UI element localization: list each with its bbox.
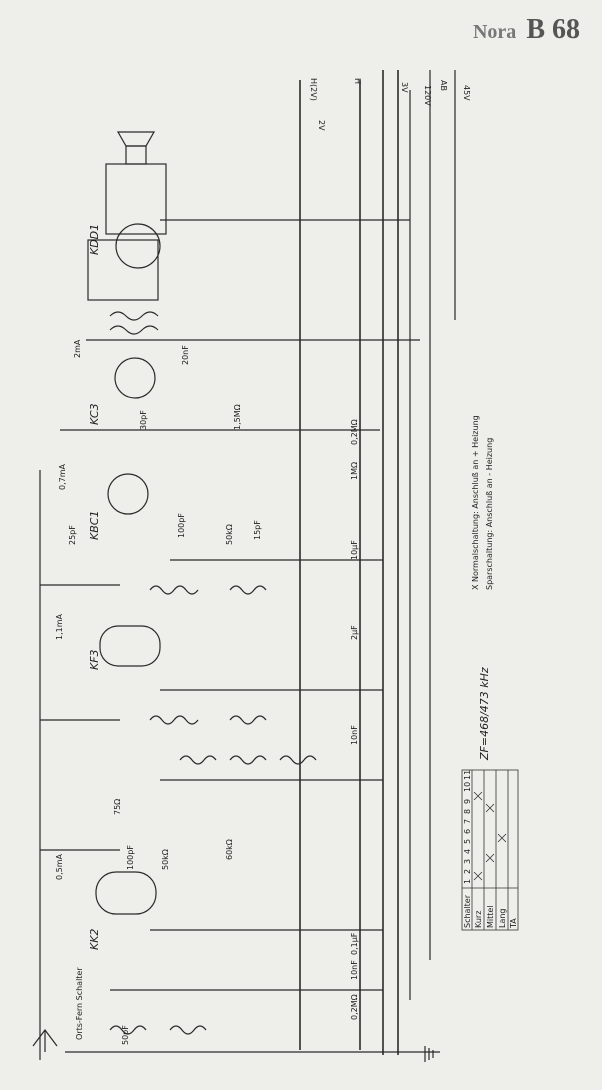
component-label: 1MΩ bbox=[350, 462, 359, 480]
component-label: 0,1µF bbox=[350, 932, 359, 955]
supply-label: H(2V) bbox=[309, 78, 318, 101]
switch-table: Schalter 1 2 3 4 5 6 7 8 9 10 11 Kurz Mi… bbox=[461, 769, 519, 931]
tube-kf3: KF3 1,1mA bbox=[55, 613, 161, 670]
if-frequency-label: ZF=468/473 kHz bbox=[478, 667, 491, 761]
component-labels: 50pF 100pF 75Ω 50kΩ 60kΩ 0,1µF 10nF 0,2M… bbox=[68, 345, 359, 1045]
table-header-cell: 9 bbox=[463, 799, 472, 804]
table-header-cell: 5 bbox=[463, 839, 472, 844]
table-header-cell: 3 bbox=[463, 859, 472, 864]
tube-kc3: KC3 2mA bbox=[73, 339, 156, 425]
table-header-cell: 2 bbox=[463, 869, 472, 874]
component-label: 60kΩ bbox=[225, 839, 234, 860]
model-label: B 68 bbox=[526, 14, 580, 45]
table-header-cell: 6 bbox=[463, 829, 472, 834]
supply-label: H bbox=[353, 78, 362, 84]
tube-current: 0,7mA bbox=[58, 463, 67, 490]
tube-label: KK2 bbox=[88, 929, 101, 950]
supply-label: 2V bbox=[317, 120, 326, 131]
tube-current: 2mA bbox=[73, 339, 82, 358]
note-normal: X Normalschaltung: Anschluß an + Heizung bbox=[471, 415, 480, 590]
brand-label: Nora bbox=[472, 21, 517, 43]
table-header-cell: 7 bbox=[463, 819, 472, 824]
tube-kbc1: KBC1 0,7mA bbox=[58, 463, 149, 540]
tube-kdd1: KDD1 bbox=[87, 223, 161, 335]
component-label: 50kΩ bbox=[225, 524, 234, 545]
component-label: 2µF bbox=[350, 625, 359, 640]
diagram-title: Nora B 68 bbox=[473, 14, 580, 46]
supply-label: 3V bbox=[400, 82, 409, 93]
component-label: 20nF bbox=[181, 345, 190, 365]
table-header-cell: 4 bbox=[463, 849, 472, 854]
tube-label: KF3 bbox=[88, 649, 101, 670]
table-row-label: Kurz bbox=[474, 911, 483, 928]
table-header-cell: 8 bbox=[463, 809, 472, 814]
supply-label: 120V bbox=[423, 85, 432, 106]
supply-labels: H(2V) H 2V 3V 120V AB 45V bbox=[309, 78, 471, 131]
component-label: 50kΩ bbox=[161, 849, 170, 870]
supply-label: 45V bbox=[462, 85, 471, 101]
table-row-label: Lang bbox=[498, 908, 507, 928]
table-header-cell: 10 bbox=[463, 782, 472, 792]
component-label: 10µF bbox=[350, 540, 359, 560]
tube-current: 1,1mA bbox=[55, 613, 64, 640]
component-label: 100pF bbox=[177, 513, 186, 538]
component-label: 30pF bbox=[139, 410, 148, 430]
component-label: 10nF bbox=[350, 960, 359, 980]
component-label: 10nF bbox=[350, 725, 359, 745]
component-label: 100pF bbox=[126, 845, 135, 870]
component-label: 75Ω bbox=[113, 799, 122, 815]
component-label: 25pF bbox=[68, 525, 77, 545]
component-label: 50pF bbox=[121, 1025, 130, 1045]
ground-icon bbox=[424, 1046, 434, 1062]
table-row-label: TA bbox=[509, 918, 518, 929]
antenna-icon bbox=[32, 1029, 58, 1052]
table-header-cell: 11 bbox=[463, 770, 472, 780]
component-label: 0,2MΩ bbox=[350, 994, 359, 1020]
table-row-label: Mittel bbox=[486, 905, 495, 928]
supply-label: AB bbox=[439, 80, 448, 91]
component-label: 1,5MΩ bbox=[233, 404, 242, 430]
tube-kk2: KK2 0,5mA bbox=[55, 853, 157, 950]
coils bbox=[109, 585, 317, 1035]
component-label: 15pF bbox=[253, 520, 262, 540]
table-header-cell: 1 bbox=[463, 879, 472, 884]
tube-label: KBC1 bbox=[88, 511, 101, 540]
loudspeaker-icon bbox=[105, 131, 167, 235]
note-spar: Sparschaltung: Anschluß an - Heizung bbox=[485, 438, 494, 590]
signal-wiring bbox=[39, 219, 420, 1060]
tube-current: 0,5mA bbox=[55, 853, 64, 880]
tube-label: KC3 bbox=[88, 403, 101, 425]
supply-rails bbox=[65, 70, 456, 1055]
switch-label: Orts-Fern Schalter bbox=[75, 967, 84, 1040]
tube-label: KDD1 bbox=[88, 224, 101, 255]
table-header-cell: Schalter bbox=[463, 894, 472, 928]
component-label: 0,2MΩ bbox=[350, 419, 359, 445]
